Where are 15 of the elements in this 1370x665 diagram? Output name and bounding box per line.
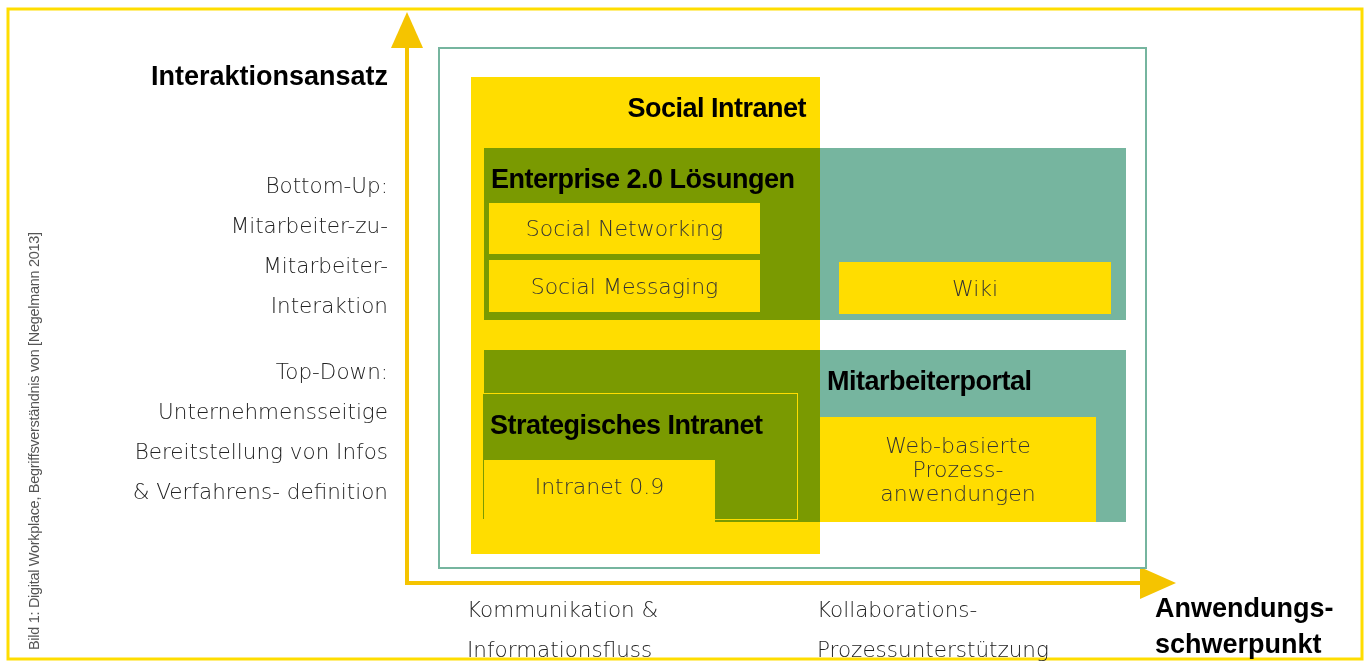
item-box: Web-basierte Prozess- anwendungen xyxy=(820,417,1096,522)
item-box: Social Networking xyxy=(489,203,760,254)
axis-category: Top-Down: Unternehmensseitige Bereitstellung von Infos & Verfahrens- definition xyxy=(131,358,388,506)
group-title: Strategisches Intranet xyxy=(490,410,763,441)
axis-category: Kollaborations- Prozessunterstützung xyxy=(817,596,1050,664)
group-title: Mitarbeiterportal xyxy=(827,366,1032,397)
group-title: Enterprise 2.0 Lösungen xyxy=(491,164,795,195)
axis-category: Bottom-Up: Mitarbeiter-zu- Mitarbeiter- Interaktion xyxy=(229,172,388,320)
axis-category: Kommunikation & Informationsfluss xyxy=(467,596,660,664)
item-box: Wiki xyxy=(839,262,1111,314)
item-box: Social Messaging xyxy=(489,260,760,312)
axis-title: Anwendungs- schwerpunkt xyxy=(1155,592,1335,661)
axis-title: Interaktionsansatz xyxy=(150,60,388,93)
caption: Bild 1: Digital Workplace, Begriffsverständnis von [Negelmann 2013] xyxy=(26,232,42,650)
group-title: Social Intranet xyxy=(627,93,806,124)
